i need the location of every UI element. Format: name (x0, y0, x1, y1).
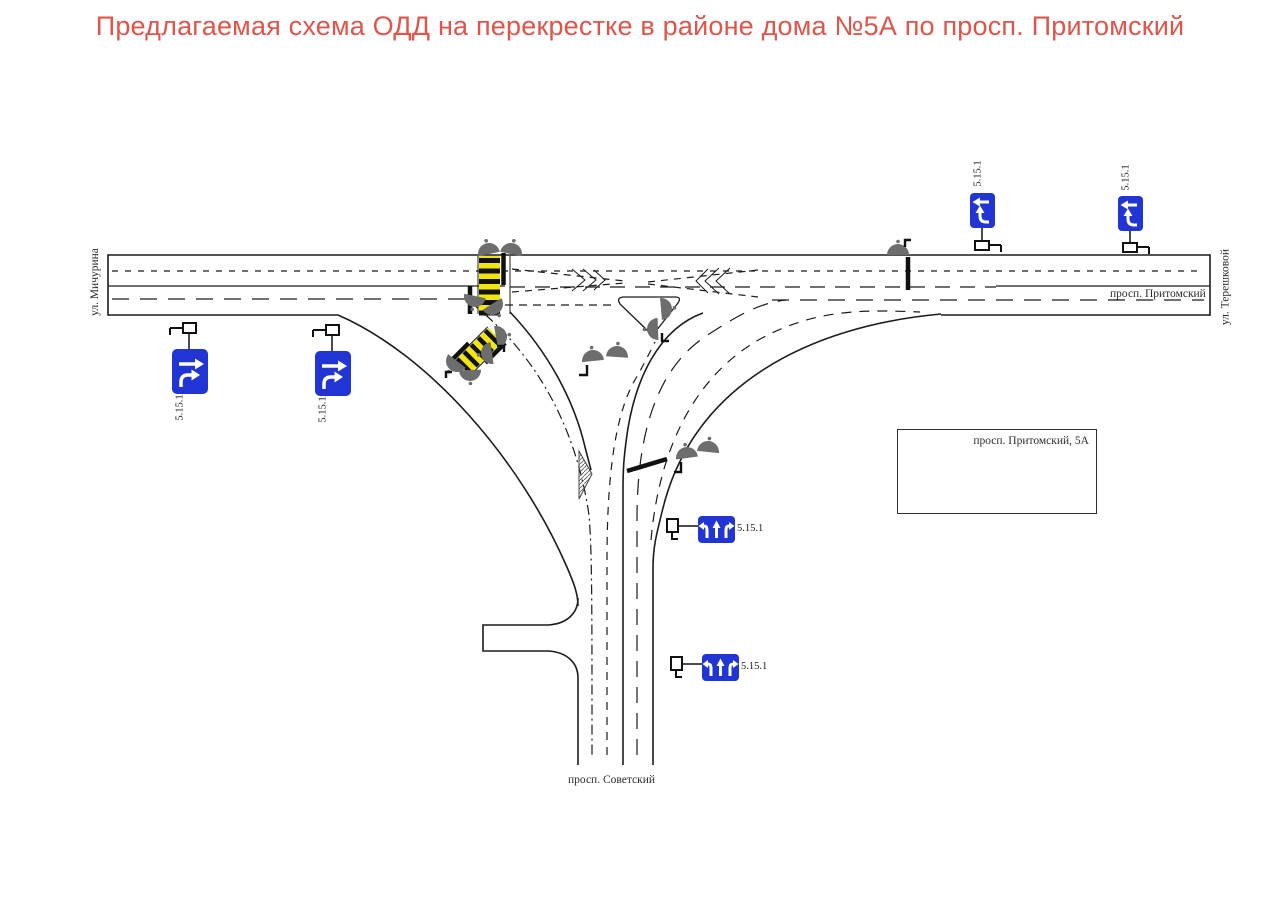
sign-code-east-1: 5.15.1 (972, 160, 984, 187)
lane-sign-south-1 (666, 516, 735, 543)
stop-lines (626, 257, 911, 474)
lane-markings (108, 267, 1210, 756)
building-footprint: просп. Притомский, 5А (897, 429, 1097, 514)
street-label-pritomsky: просп. Притомский (1110, 288, 1206, 300)
lane-sign-east-1 (970, 193, 1002, 252)
lane-sign-west-1 (169, 322, 208, 394)
sign-code-south-2: 5.15.1 (741, 661, 768, 672)
sign-code-west-2: 5.15.1 (317, 396, 329, 423)
lane-sign-west-2 (312, 324, 351, 396)
road-edges (107, 254, 1211, 765)
building-label: просп. Притомский, 5А (973, 435, 1089, 447)
street-label-sovetsky: просп. Советский (568, 774, 656, 786)
traffic-signal-symbols (438, 236, 911, 474)
sign-code-south-1: 5.15.1 (737, 523, 764, 534)
sign-code-west-1: 5.15.1 (174, 394, 186, 421)
painted-island-hatched (578, 449, 593, 500)
street-label-tereshkovoy: ул. Терешковой (1219, 248, 1232, 326)
lane-sign-south-2 (670, 654, 739, 681)
sign-code-east-2: 5.15.1 (1120, 164, 1132, 191)
lane-sign-east-2 (1118, 196, 1150, 254)
page-title: Предлагаемая схема ОДД на перекрестке в … (95, 11, 1185, 41)
street-label-michurina: ул. Мичурина (89, 248, 101, 316)
